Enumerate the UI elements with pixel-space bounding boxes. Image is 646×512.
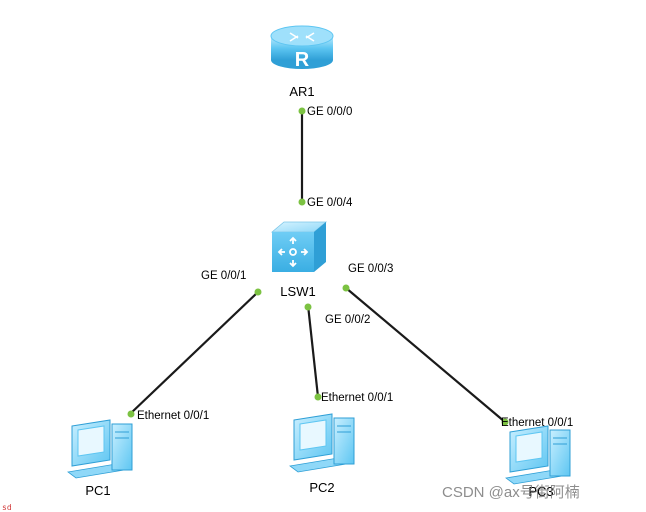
pc2-label: PC2 (309, 480, 334, 495)
port-label-pc1-eth: Ethernet 0/0/1 (137, 410, 209, 422)
links (129, 108, 506, 423)
port-label-pc3-eth: Ethernet 0/0/1 (501, 417, 573, 429)
router-glyph: R (295, 49, 310, 71)
port-dot-pc2-eth (314, 393, 322, 401)
port-dot-pc1-eth (127, 410, 135, 418)
port-label-ar1-ge000: GE 0/0/0 (307, 106, 352, 118)
port-label-lsw1-ge004: GE 0/0/4 (307, 197, 353, 209)
port-dot-pc3-eth (501, 418, 509, 426)
router-ar1[interactable]: R (270, 25, 334, 71)
port-dot-lsw1-ge004 (298, 198, 306, 206)
switch-label: LSW1 (280, 284, 315, 299)
port-dot-lsw1-ge001 (254, 288, 262, 296)
corner-mark: sd (2, 503, 12, 512)
switch-lsw1[interactable] (270, 221, 328, 272)
port-dot-lsw1-ge003 (342, 284, 350, 292)
port-label-pc2-eth: Ethernet 0/0/1 (321, 392, 393, 404)
port-dot-ar1-ge000 (298, 107, 306, 115)
pc3-label: PC3 (528, 484, 553, 499)
watermark: CSDN @ax号街阿楠 (442, 484, 580, 501)
port-label-lsw1-ge003: GE 0/0/3 (348, 263, 393, 275)
pc1-label: PC1 (85, 483, 110, 498)
link-lsw1-pc1[interactable] (129, 291, 259, 415)
link-lsw1-pc2[interactable] (306, 304, 320, 398)
port-label-lsw1-ge002: GE 0/0/2 (325, 314, 370, 326)
port-dot-lsw1-ge002 (304, 303, 312, 311)
link-lsw1-pc3[interactable] (345, 287, 506, 423)
switch-arrows-icon (277, 236, 309, 268)
port-label-lsw1-ge001: GE 0/0/1 (201, 270, 246, 282)
router-arrows-icon (289, 32, 315, 42)
pc1-computer[interactable] (67, 419, 133, 479)
port-dots (127, 107, 509, 426)
pc2-computer[interactable] (289, 413, 355, 473)
router-label: AR1 (289, 84, 314, 99)
pc3-computer[interactable] (505, 425, 571, 485)
